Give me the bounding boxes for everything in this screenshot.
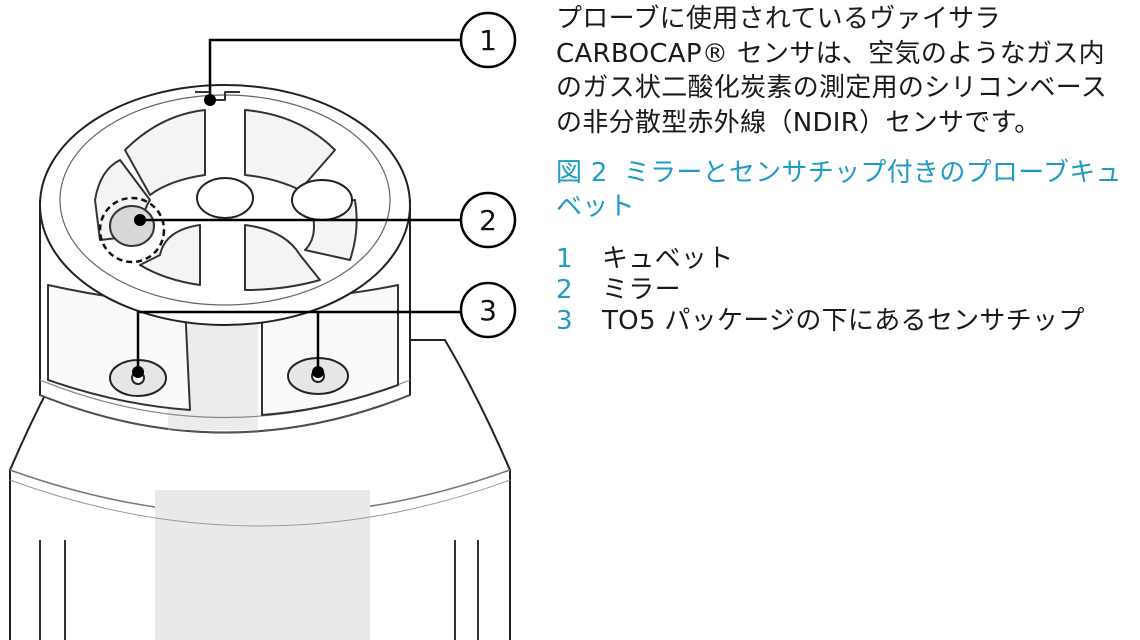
callout-1: 1: [459, 11, 517, 69]
text-column: プローブに使用されているヴァイサラ CARBOCAP® センサは、空気のようなガ…: [556, 2, 1126, 337]
leader-line-1: [208, 38, 460, 100]
leg-right: [454, 540, 479, 640]
svg-text:2: 2: [479, 204, 497, 237]
legend-label: キュベット: [602, 244, 734, 274]
legend-label: ミラー: [602, 275, 681, 305]
spoke-openings: [94, 109, 358, 291]
center-hub: [196, 177, 254, 219]
figure-caption-text: ミラーとセンサチップ付きのプローブキュベット: [556, 158, 1122, 222]
svg-text:3: 3: [479, 294, 497, 327]
legend-number: 3: [556, 306, 573, 336]
figure-number: 図 2: [556, 158, 608, 188]
mirror-highlight: [98, 196, 166, 264]
legend-number: 2: [556, 275, 573, 305]
legend-item: 1 キュベット: [556, 244, 1126, 275]
description-paragraph: プローブに使用されているヴァイサラ CARBOCAP® センサは、空気のようなガ…: [556, 4, 1108, 138]
legend-item: 2 ミラー: [556, 275, 1126, 306]
probe-cuvette-illustration: 1 2 3: [9, 11, 517, 640]
legend-number: 1: [556, 244, 573, 274]
legend-item: 3 TO5 パッケージの下にあるセンサチップ: [556, 306, 1126, 337]
callout-3: 3: [459, 281, 517, 339]
callout-legend: 1 キュベット 2 ミラー 3 TO5 パッケージの下にあるセンサチップ: [556, 244, 1126, 337]
svg-text:1: 1: [479, 24, 497, 57]
callout-2: 2: [459, 191, 517, 249]
leg-left: [39, 540, 66, 640]
legend-label: TO5 パッケージの下にあるセンサチップ: [602, 306, 1085, 336]
leader-line-3: [136, 310, 460, 372]
